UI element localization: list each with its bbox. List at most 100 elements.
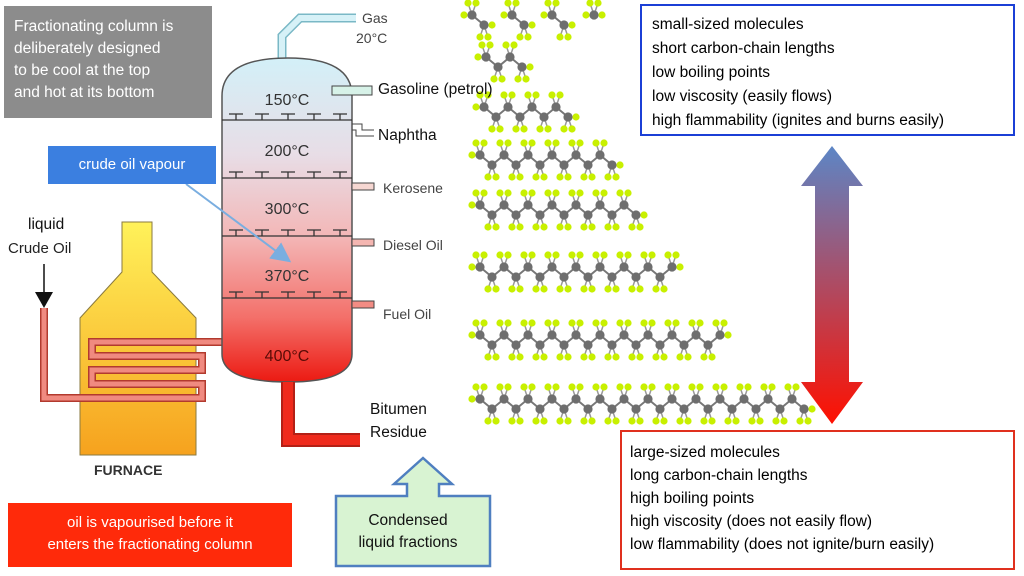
hydrogen-atom xyxy=(468,151,476,159)
bubble-cap xyxy=(281,229,295,236)
hydrogen-atom xyxy=(612,353,620,361)
hydrogen-atom xyxy=(576,319,584,327)
gasoline-label: Gasoline (petrol) xyxy=(378,81,493,98)
hydrogen-atom xyxy=(732,417,740,425)
hydrogen-atom xyxy=(672,319,680,327)
carbon-atom xyxy=(505,52,515,62)
carbon-atom xyxy=(491,112,501,122)
carbon-atom xyxy=(703,404,713,414)
carbon-atom xyxy=(595,150,605,160)
carbon-atom xyxy=(475,200,485,210)
hydrogen-atom xyxy=(492,417,500,425)
hydrogen-atom xyxy=(552,319,560,327)
carbon-atom xyxy=(487,340,497,350)
hydrogen-atom xyxy=(696,383,704,391)
hydrogen-atom xyxy=(540,353,548,361)
hydrogen-atom xyxy=(520,251,528,259)
hydrogen-atom xyxy=(624,319,632,327)
temp-label: 370°C xyxy=(264,268,310,285)
hydrogen-atom xyxy=(736,383,744,391)
property-item: high flammability (ignites and burns eas… xyxy=(652,112,945,129)
property-item: short carbon-chain lengths xyxy=(652,40,835,57)
hydrogen-atom xyxy=(652,353,660,361)
hydrogen-atom xyxy=(688,383,696,391)
hydrogen-atom xyxy=(472,139,480,147)
hydrogen-atom xyxy=(592,251,600,259)
hydrogen-atom xyxy=(600,189,608,197)
bubble-cap xyxy=(333,171,347,178)
hydrogen-atom xyxy=(496,251,504,259)
hydrogen-atom xyxy=(636,223,644,231)
hydrogen-atom xyxy=(552,383,560,391)
hydrogen-atom xyxy=(564,353,572,361)
carbon-atom xyxy=(571,150,581,160)
carbon-atom xyxy=(691,394,701,404)
hydrogen-atom xyxy=(484,223,492,231)
condensed-label: Condensed liquid fractions xyxy=(348,510,468,554)
carbon-atom xyxy=(507,10,517,20)
hydrogen-atom xyxy=(768,383,776,391)
hydrogen-atom xyxy=(480,383,488,391)
carbon-atom xyxy=(607,160,617,170)
hydrogen-atom xyxy=(676,263,684,271)
carbon-atom xyxy=(571,262,581,272)
carbon-atom xyxy=(739,394,749,404)
carbon-atom xyxy=(535,404,545,414)
hydrogen-atom xyxy=(480,251,488,259)
hydrogen-atom xyxy=(500,91,508,99)
crude-vapour-callout: crude oil vapour xyxy=(48,146,216,184)
hydrogen-atom xyxy=(528,21,536,29)
carbon-atom xyxy=(643,262,653,272)
carbon-atom xyxy=(667,262,677,272)
hydrogen-atom xyxy=(564,285,572,293)
hydrogen-atom xyxy=(510,41,518,49)
carbon-atom xyxy=(631,272,641,282)
hydrogen-atom xyxy=(588,417,596,425)
bubble-cap xyxy=(229,113,243,120)
hydrogen-atom xyxy=(516,173,524,181)
hydrogen-atom xyxy=(652,417,660,425)
hydrogen-atom xyxy=(508,285,516,293)
hydrogen-atom xyxy=(556,417,564,425)
feed-direction-arrow xyxy=(35,292,53,308)
carbon-atom xyxy=(679,340,689,350)
hydrogen-atom xyxy=(478,41,486,49)
hydrogen-atom xyxy=(660,353,668,361)
hydrogen-atom xyxy=(588,223,596,231)
hydrogen-atom xyxy=(700,353,708,361)
hydrogen-atom xyxy=(472,251,480,259)
carbon-atom xyxy=(547,394,557,404)
carbon-atom xyxy=(595,394,605,404)
carbon-atom xyxy=(595,330,605,340)
hydrogen-atom xyxy=(586,0,594,7)
hydrogen-atom xyxy=(544,251,552,259)
carbon-atom xyxy=(547,200,557,210)
small-molecule-properties: small-sized molecules short carbon-chain… xyxy=(640,4,1015,136)
hydrogen-atom xyxy=(600,383,608,391)
hydrogen-atom xyxy=(604,285,612,293)
carbon-atom xyxy=(655,272,665,282)
carbon-atom xyxy=(751,404,761,414)
hydrogen-atom xyxy=(640,383,648,391)
hydrogen-atom xyxy=(552,139,560,147)
carbon-atom xyxy=(619,330,629,340)
hydrogen-atom xyxy=(592,139,600,147)
hydrogen-atom xyxy=(544,0,552,7)
carbon-atom xyxy=(487,404,497,414)
hydrogen-atom xyxy=(664,383,672,391)
carbon-atom xyxy=(631,210,641,220)
note-line: enters the fractionating column xyxy=(47,536,253,553)
hydrogen-atom xyxy=(496,139,504,147)
carbon-atom xyxy=(475,394,485,404)
hydrogen-atom xyxy=(516,417,524,425)
hydrogen-atom xyxy=(500,11,508,19)
hydrogen-atom xyxy=(616,161,624,169)
carbon-atom xyxy=(559,340,569,350)
carbon-atom xyxy=(475,150,485,160)
carbon-atom xyxy=(775,404,785,414)
hydrogen-atom xyxy=(724,417,732,425)
hydrogen-atom xyxy=(556,285,564,293)
hydrogen-atom xyxy=(612,417,620,425)
hydrogen-atom xyxy=(528,319,536,327)
feed-pipe-inner xyxy=(41,308,232,401)
